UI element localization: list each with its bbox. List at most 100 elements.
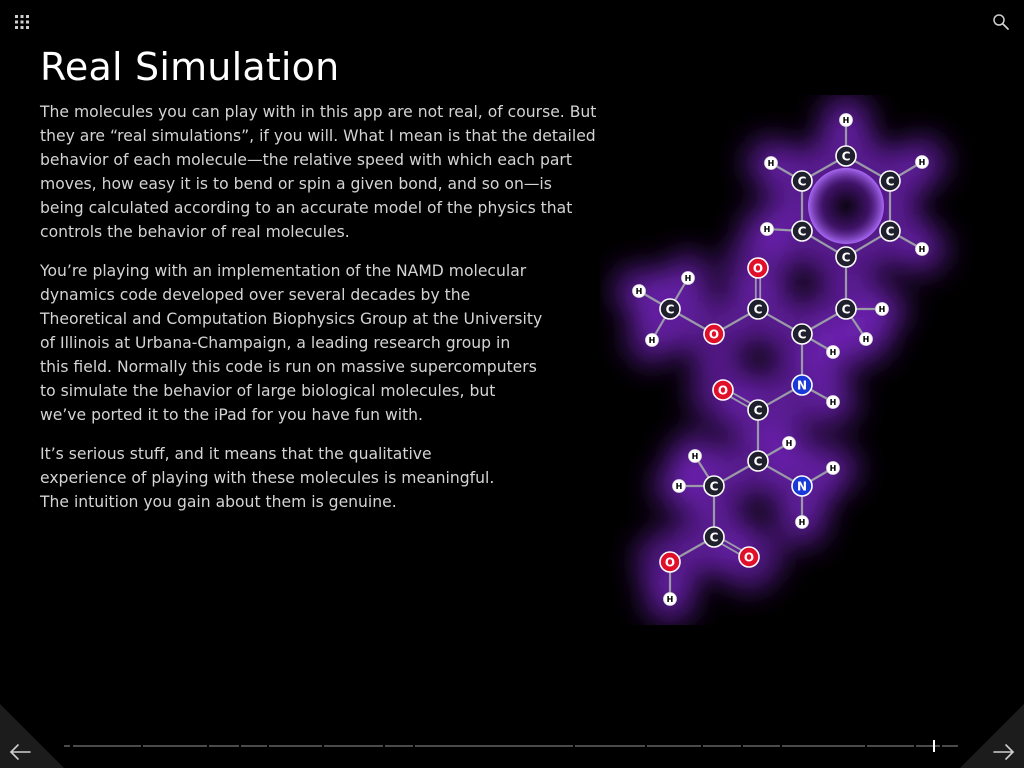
text-line: this field. Normally this code is run on… xyxy=(40,358,537,376)
oxygen-atom[interactable]: O xyxy=(703,323,725,345)
progress-segment[interactable] xyxy=(72,745,141,747)
text-line: we’ve ported it to the iPad for you have… xyxy=(40,406,423,424)
atom-label: H xyxy=(676,482,683,491)
hydrogen-atom[interactable]: H xyxy=(875,302,889,316)
atom-label: H xyxy=(685,274,692,283)
hydrogen-atom[interactable]: H xyxy=(826,461,840,475)
text-line: moves, how easy it is to bend or spin a … xyxy=(40,175,552,193)
page-progress-bar[interactable] xyxy=(64,740,960,752)
hydrogen-atom[interactable]: H xyxy=(764,156,778,170)
progress-segment[interactable] xyxy=(941,745,958,747)
atom-label: H xyxy=(879,305,886,314)
hydrogen-atom[interactable]: H xyxy=(859,332,873,346)
atom-label: H xyxy=(919,158,926,167)
atom-label: C xyxy=(666,303,675,317)
paragraph-3: It’s serious stuff, and it means that th… xyxy=(40,442,610,514)
progress-segment[interactable] xyxy=(743,745,780,747)
progress-segment[interactable] xyxy=(142,745,207,747)
atom-label: O xyxy=(744,551,754,565)
oxygen-atom[interactable]: O xyxy=(738,546,760,568)
hydrogen-atom[interactable]: H xyxy=(782,436,796,450)
hydrogen-atom[interactable]: H xyxy=(760,222,774,236)
carbon-atom[interactable]: C xyxy=(747,399,769,421)
carbon-atom[interactable]: C xyxy=(791,220,813,242)
atom-body xyxy=(712,379,734,401)
atom-label: O xyxy=(718,384,728,398)
progress-segment[interactable] xyxy=(64,745,71,747)
hydrogen-atom[interactable]: H xyxy=(915,242,929,256)
progress-segment[interactable] xyxy=(414,745,573,747)
progress-segment[interactable] xyxy=(781,745,866,747)
arrow-right-icon xyxy=(960,704,1024,768)
hydrogen-atom[interactable]: H xyxy=(826,395,840,409)
carbon-atom[interactable]: C xyxy=(791,170,813,192)
carbon-atom[interactable]: C xyxy=(659,298,681,320)
atom-body xyxy=(663,592,677,606)
hydrogen-atom[interactable]: H xyxy=(681,271,695,285)
atom-body xyxy=(747,399,769,421)
carbon-atom[interactable]: C xyxy=(879,170,901,192)
text-line: The molecules you can play with in this … xyxy=(40,103,597,121)
body-text: The molecules you can play with in this … xyxy=(40,100,610,529)
hydrogen-atom[interactable]: H xyxy=(795,515,809,529)
atom-label: H xyxy=(830,464,837,473)
hydrogen-atom[interactable]: H xyxy=(826,345,840,359)
progress-segment[interactable] xyxy=(209,745,239,747)
paragraph-2: You’re playing with an implementation of… xyxy=(40,259,610,427)
carbon-atom[interactable]: C xyxy=(835,145,857,167)
atom-body xyxy=(703,526,725,548)
hydrogen-atom[interactable]: H xyxy=(915,155,929,169)
progress-segment[interactable] xyxy=(241,745,267,747)
progress-segment[interactable] xyxy=(867,745,915,747)
hydrogen-atom[interactable]: H xyxy=(839,113,853,127)
atom-body xyxy=(747,257,769,279)
nitrogen-atom[interactable]: N xyxy=(791,475,813,497)
carbon-atom[interactable]: C xyxy=(747,450,769,472)
carbon-atom[interactable]: C xyxy=(791,323,813,345)
atom-body xyxy=(835,145,857,167)
carbon-atom[interactable]: C xyxy=(879,220,901,242)
oxygen-atom[interactable]: O xyxy=(712,379,734,401)
oxygen-atom[interactable]: O xyxy=(659,551,681,573)
carbon-atom[interactable]: C xyxy=(835,298,857,320)
oxygen-atom[interactable]: O xyxy=(747,257,769,279)
carbon-atom[interactable]: C xyxy=(835,246,857,268)
previous-page-button[interactable] xyxy=(0,704,64,768)
atom-label: H xyxy=(843,116,850,125)
hydrogen-atom[interactable]: H xyxy=(632,284,646,298)
carbon-atom[interactable]: C xyxy=(703,526,725,548)
atom-body xyxy=(875,302,889,316)
atom-body xyxy=(760,222,774,236)
progress-segment[interactable] xyxy=(385,745,413,747)
carbon-atom[interactable]: C xyxy=(703,475,725,497)
progress-segment[interactable] xyxy=(916,745,940,747)
progress-segment[interactable] xyxy=(324,745,383,747)
text-line: being calculated according to an accurat… xyxy=(40,199,573,217)
atom-body xyxy=(632,284,646,298)
hydrogen-atom[interactable]: H xyxy=(645,333,659,347)
atom-body xyxy=(764,156,778,170)
atom-label: C xyxy=(798,175,807,189)
atom-body xyxy=(659,298,681,320)
atom-label: C xyxy=(842,303,851,317)
hydrogen-atom[interactable]: H xyxy=(688,449,702,463)
atom-body xyxy=(645,333,659,347)
next-page-button[interactable] xyxy=(960,704,1024,768)
hydrogen-atom[interactable]: H xyxy=(672,479,686,493)
search-icon xyxy=(993,14,1009,30)
grid-menu-button[interactable] xyxy=(14,14,30,30)
atom-body xyxy=(839,113,853,127)
progress-thumb[interactable] xyxy=(933,740,936,752)
carbon-atom[interactable]: C xyxy=(747,298,769,320)
progress-segment[interactable] xyxy=(647,745,701,747)
progress-segment[interactable] xyxy=(268,745,323,747)
progress-segment[interactable] xyxy=(574,745,646,747)
progress-segment[interactable] xyxy=(702,745,742,747)
atom-body xyxy=(747,298,769,320)
nitrogen-atom[interactable]: N xyxy=(791,374,813,396)
hydrogen-atom[interactable]: H xyxy=(663,592,677,606)
search-button[interactable] xyxy=(992,13,1010,31)
atom-label: C xyxy=(798,225,807,239)
